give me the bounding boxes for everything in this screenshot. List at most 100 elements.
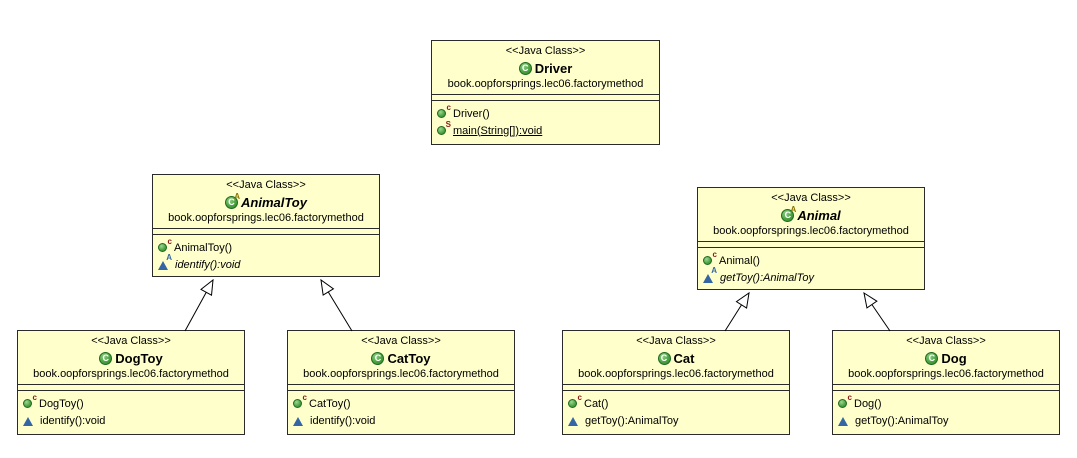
methods-compartment: c Driver() S main(String[]):void <box>432 101 659 144</box>
attributes-compartment <box>153 228 379 235</box>
attributes-compartment <box>432 94 659 101</box>
method-row: A getToy():AnimalToy <box>703 266 920 286</box>
static-method-icon: S <box>437 121 451 135</box>
method-row: getToy():AnimalToy <box>838 412 1055 429</box>
methods-compartment: c Cat() getToy():AnimalToy <box>563 391 789 434</box>
class-box-driver[interactable]: <<Java Class>> C Driver book.oopforsprin… <box>431 40 660 145</box>
methods-compartment: c AnimalToy() A identify():void <box>153 235 379 276</box>
method-label: getToy():AnimalToy <box>720 271 814 284</box>
package-method-icon <box>568 416 579 426</box>
method-label: DogToy() <box>39 397 84 410</box>
method-row: c AnimalToy() <box>158 238 375 256</box>
attributes-compartment <box>833 384 1059 391</box>
constructor-method-icon: c <box>568 394 582 408</box>
package-name: book.oopforsprings.lec06.factorymethod <box>848 368 1044 380</box>
method-row: c Animal() <box>703 251 920 269</box>
class-icon: C <box>371 351 385 365</box>
generalization-dogtoy-to-animaltoy[interactable] <box>184 278 214 332</box>
method-row: identify():void <box>293 412 510 429</box>
class-header: <<Java Class>> C Driver book.oopforsprin… <box>432 41 659 94</box>
class-header: <<Java Class>> C Cat book.oopforsprings.… <box>563 331 789 384</box>
method-row: c DogToy() <box>23 394 240 412</box>
class-name: Animal <box>797 207 841 223</box>
package-name: book.oopforsprings.lec06.factorymethod <box>578 368 774 380</box>
package-method-icon <box>23 416 34 426</box>
class-header: <<Java Class>> C DogToy book.oopforsprin… <box>18 331 244 384</box>
package-method-icon <box>293 416 304 426</box>
attributes-compartment <box>563 384 789 391</box>
method-row: c Dog() <box>838 394 1055 412</box>
class-name: Dog <box>941 350 967 366</box>
package-name: book.oopforsprings.lec06.factorymethod <box>447 78 644 90</box>
package-method-icon <box>838 416 849 426</box>
constructor-method-icon: c <box>23 394 37 408</box>
constructor-method-icon: c <box>158 238 172 252</box>
method-row: S main(String[]):void <box>437 121 655 139</box>
stereotype-label: <<Java Class>> <box>771 192 851 204</box>
generalization-cat-to-animal[interactable] <box>724 291 750 332</box>
method-label: getToy():AnimalToy <box>585 414 679 427</box>
class-box-dog[interactable]: <<Java Class>> C Dog book.oopforsprings.… <box>832 330 1060 435</box>
class-box-cattoy[interactable]: <<Java Class>> C CatToy book.oopforsprin… <box>287 330 515 435</box>
stereotype-label: <<Java Class>> <box>361 335 441 347</box>
generalization-cattoy-to-animaltoy[interactable] <box>320 278 353 332</box>
abstract-method-icon: A <box>703 266 717 283</box>
class-header: <<Java Class>> C Dog book.oopforsprings.… <box>833 331 1059 384</box>
class-name: Driver <box>534 60 573 76</box>
method-label: CatToy() <box>309 397 351 410</box>
method-row: c Driver() <box>437 104 655 122</box>
method-label: identify():void <box>40 414 106 427</box>
stereotype-label: <<Java Class>> <box>505 45 586 57</box>
package-name: book.oopforsprings.lec06.factorymethod <box>168 212 364 224</box>
class-icon: C <box>925 351 939 365</box>
class-name-line: C Dog <box>835 349 1057 367</box>
method-row: c Cat() <box>568 394 785 412</box>
constructor-method-icon: c <box>703 251 717 265</box>
class-name-line: C Driver <box>434 59 657 77</box>
methods-compartment: c Dog() getToy():AnimalToy <box>833 391 1059 434</box>
package-name: book.oopforsprings.lec06.factorymethod <box>33 368 229 380</box>
class-box-cat[interactable]: <<Java Class>> C Cat book.oopforsprings.… <box>562 330 790 435</box>
constructor-method-icon: c <box>838 394 852 408</box>
method-label: Animal() <box>719 254 760 267</box>
method-row: A identify():void <box>158 253 375 273</box>
method-label: AnimalToy() <box>174 241 233 254</box>
method-label: Cat() <box>584 397 609 410</box>
method-label: main(String[]):void <box>453 124 543 137</box>
method-row: c CatToy() <box>293 394 510 412</box>
constructor-method-icon: c <box>437 104 451 118</box>
attributes-compartment <box>288 384 514 391</box>
method-label: getToy():AnimalToy <box>855 414 949 427</box>
attributes-compartment <box>18 384 244 391</box>
class-name: CatToy <box>387 350 431 366</box>
methods-compartment: c Animal() A getToy():AnimalToy <box>698 248 924 289</box>
stereotype-label: <<Java Class>> <box>226 179 306 191</box>
stereotype-label: <<Java Class>> <box>636 335 716 347</box>
class-name: DogToy <box>115 350 163 366</box>
method-label: Dog() <box>854 397 882 410</box>
class-icon: C <box>657 351 671 365</box>
class-name: AnimalToy <box>241 194 307 210</box>
class-box-dogtoy[interactable]: <<Java Class>> C DogToy book.oopforsprin… <box>17 330 245 435</box>
class-icon: C <box>99 351 113 365</box>
generalization-dog-to-animal[interactable] <box>863 291 891 332</box>
constructor-method-icon: c <box>293 394 307 408</box>
methods-compartment: c CatToy() identify():void <box>288 391 514 434</box>
package-name: book.oopforsprings.lec06.factorymethod <box>303 368 499 380</box>
class-header: <<Java Class>> C CatToy book.oopforsprin… <box>288 331 514 384</box>
method-row: identify():void <box>23 412 240 429</box>
attributes-compartment <box>698 241 924 248</box>
stereotype-label: <<Java Class>> <box>91 335 171 347</box>
methods-compartment: c DogToy() identify():void <box>18 391 244 434</box>
method-label: identify():void <box>310 414 376 427</box>
class-name: Cat <box>673 350 695 366</box>
abstract-method-icon: A <box>158 253 172 270</box>
